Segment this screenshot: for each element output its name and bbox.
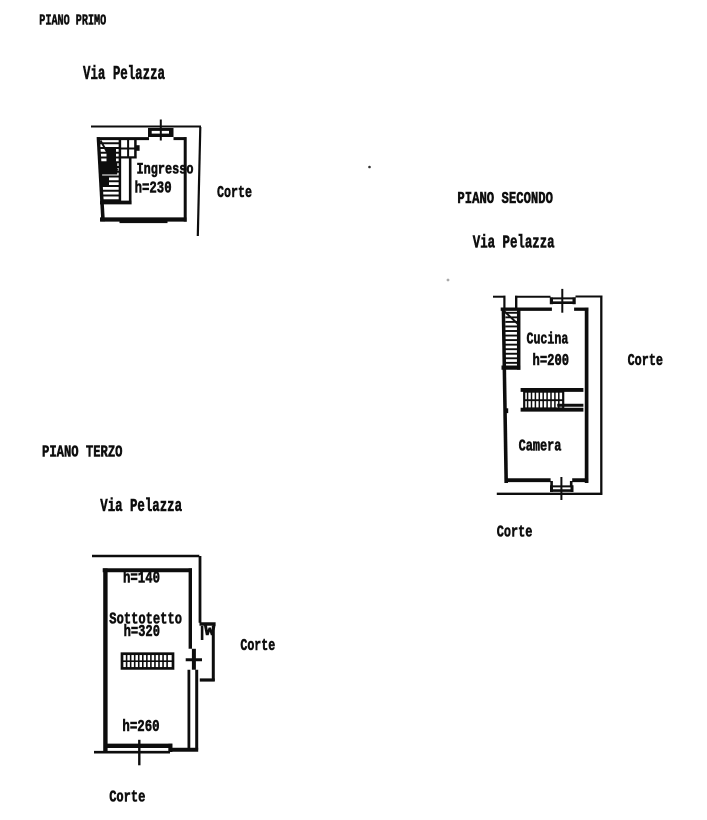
svg-text:Cucina: Cucina bbox=[527, 330, 569, 349]
svg-text:Sottotetto: Sottotetto bbox=[109, 611, 182, 630]
svg-text:Via Pelazza: Via Pelazza bbox=[473, 233, 555, 253]
svg-text:Corte: Corte bbox=[109, 788, 145, 807]
svg-text:PIANO PRIMO: PIANO PRIMO bbox=[39, 12, 106, 29]
svg-text:W: W bbox=[204, 623, 215, 640]
svg-text:h=140: h=140 bbox=[123, 569, 160, 588]
svg-text:h=260: h=260 bbox=[122, 718, 159, 737]
svg-text:PIANO TERZO: PIANO TERZO bbox=[42, 444, 123, 463]
svg-text:h=200: h=200 bbox=[533, 352, 570, 371]
svg-text:Ingresso: Ingresso bbox=[137, 161, 194, 179]
svg-text:PIANO SECONDO: PIANO SECONDO bbox=[457, 190, 553, 209]
svg-text:h=230: h=230 bbox=[135, 180, 172, 199]
svg-text:Via Pelazza: Via Pelazza bbox=[83, 63, 165, 85]
svg-text:h=320: h=320 bbox=[124, 623, 160, 642]
svg-text:Via Pelazza: Via Pelazza bbox=[100, 497, 182, 517]
svg-text:Corte: Corte bbox=[497, 524, 533, 543]
svg-text:Corte: Corte bbox=[628, 352, 663, 371]
svg-text:Camera: Camera bbox=[519, 437, 562, 456]
svg-text:Corte: Corte bbox=[217, 184, 252, 203]
svg-text:Corte: Corte bbox=[240, 637, 275, 656]
